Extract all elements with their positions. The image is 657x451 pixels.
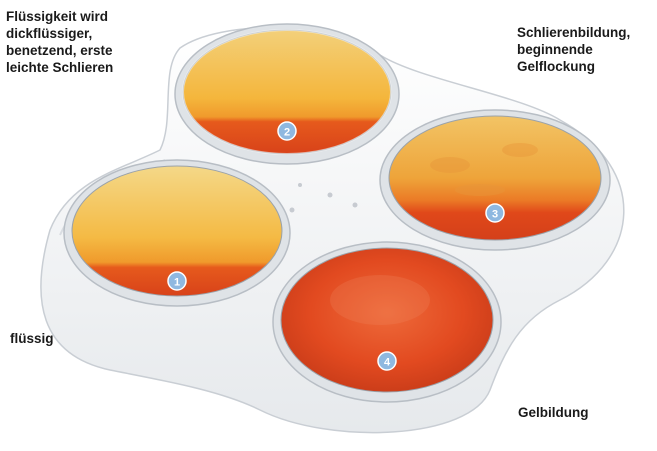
caption-well-4: Gelbildung [518,404,589,421]
badge-2-label: 2 [284,127,290,139]
badge-2: 2 [278,122,296,140]
badge-1: 1 [168,272,186,290]
well-3 [380,110,610,250]
well-2 [175,24,399,164]
caption-well-1: flüssig [10,330,54,347]
badge-1-label: 1 [174,277,180,289]
caption-well-2: Flüssigkeit wird dickflüssiger, benetzen… [6,8,176,76]
badge-4-label: 4 [384,357,391,369]
caption-well-3: Schlierenbildung, beginnende Gelflockung [517,24,657,75]
well-4 [273,242,501,402]
badge-3: 3 [486,204,504,222]
badge-4: 4 [378,352,396,370]
badge-3-label: 3 [492,209,498,221]
